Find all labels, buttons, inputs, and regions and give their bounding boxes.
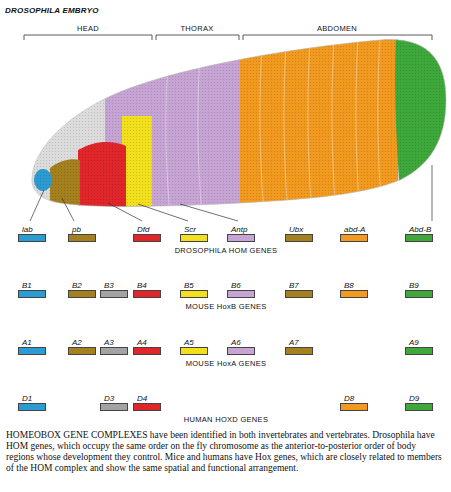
row-title: DROSOPHILA HOM GENES: [175, 246, 278, 255]
row-title: MOUSE HoxB GENES: [185, 302, 266, 311]
gene-box: B4: [133, 290, 161, 298]
gene-box: B7: [285, 290, 313, 298]
gene-name: B8: [344, 281, 354, 290]
gene-name: D8: [344, 394, 354, 403]
gene-name: A5: [184, 338, 194, 347]
gene-box: B8: [340, 290, 368, 298]
gene-name: Antp: [231, 225, 247, 234]
gene-box: A2: [68, 347, 96, 355]
gene-name: A9: [409, 338, 419, 347]
gene-name: B1: [22, 281, 32, 290]
gene-box: Scr: [180, 234, 208, 242]
gene-box: D8: [340, 403, 368, 411]
gene-name: B6: [231, 281, 241, 290]
gene-name: B9: [409, 281, 419, 290]
gene-box: abd-A: [340, 234, 368, 242]
gene-box: A6: [227, 347, 255, 355]
gene-name: A3: [104, 338, 114, 347]
gene-box: pb: [68, 234, 96, 242]
gene-name: B5: [184, 281, 194, 290]
gene-box: A3: [100, 347, 128, 355]
gene-box: A7: [285, 347, 313, 355]
gene-name: A2: [72, 338, 82, 347]
gene-box: B9: [405, 290, 433, 298]
gene-name: pb: [72, 225, 81, 234]
gene-box: B6: [227, 290, 255, 298]
region-label: ABDOMEN: [317, 24, 357, 33]
gene-name: D9: [409, 394, 419, 403]
gene-box: B1: [18, 290, 46, 298]
gene-box: D1: [18, 403, 46, 411]
gene-name: D1: [22, 394, 32, 403]
row-title: MOUSE HoxA GENES: [186, 359, 267, 368]
figure-caption: HOMEOBOX GENE COMPLEXES have been identi…: [6, 430, 444, 474]
figure-title: DROSOPHILA EMBRYO: [5, 6, 99, 15]
gene-name: B2: [72, 281, 82, 290]
gene-name: Dfd: [137, 225, 149, 234]
gene-name: A1: [22, 338, 32, 347]
gene-name: abd-A: [344, 225, 365, 234]
leader-lines: [30, 165, 432, 221]
gene-name: lab: [22, 225, 33, 234]
row-title: HUMAN HOXD GENES: [184, 415, 268, 424]
gene-name: D3: [104, 394, 114, 403]
gene-box: lab: [18, 234, 46, 242]
gene-name: B7: [289, 281, 299, 290]
region-label: HEAD: [77, 24, 99, 33]
gene-box: D9: [405, 403, 433, 411]
gene-box: Antp: [227, 234, 255, 242]
gene-box: Abd-B: [405, 234, 433, 242]
gene-name: A6: [231, 338, 241, 347]
gene-name: A7: [289, 338, 299, 347]
gene-name: Abd-B: [409, 225, 431, 234]
gene-box: Dfd: [133, 234, 161, 242]
gene-box: B5: [180, 290, 208, 298]
bracket-lines: [24, 35, 432, 40]
gene-box: B2: [68, 290, 96, 298]
gene-box: D4: [133, 403, 161, 411]
gene-name: D4: [137, 394, 147, 403]
gene-name: Ubx: [289, 225, 303, 234]
gene-name: A4: [137, 338, 147, 347]
gene-name: B3: [104, 281, 114, 290]
gene-box: A5: [180, 347, 208, 355]
embryo-body: [0, 0, 451, 246]
gene-box: D3: [100, 403, 128, 411]
gene-name: B4: [137, 281, 147, 290]
gene-box: B3: [100, 290, 128, 298]
region-label: THORAX: [180, 24, 213, 33]
gene-box: A9: [405, 347, 433, 355]
gene-box: A4: [133, 347, 161, 355]
gene-box: Ubx: [285, 234, 313, 242]
gene-name: Scr: [184, 225, 196, 234]
gene-box: A1: [18, 347, 46, 355]
